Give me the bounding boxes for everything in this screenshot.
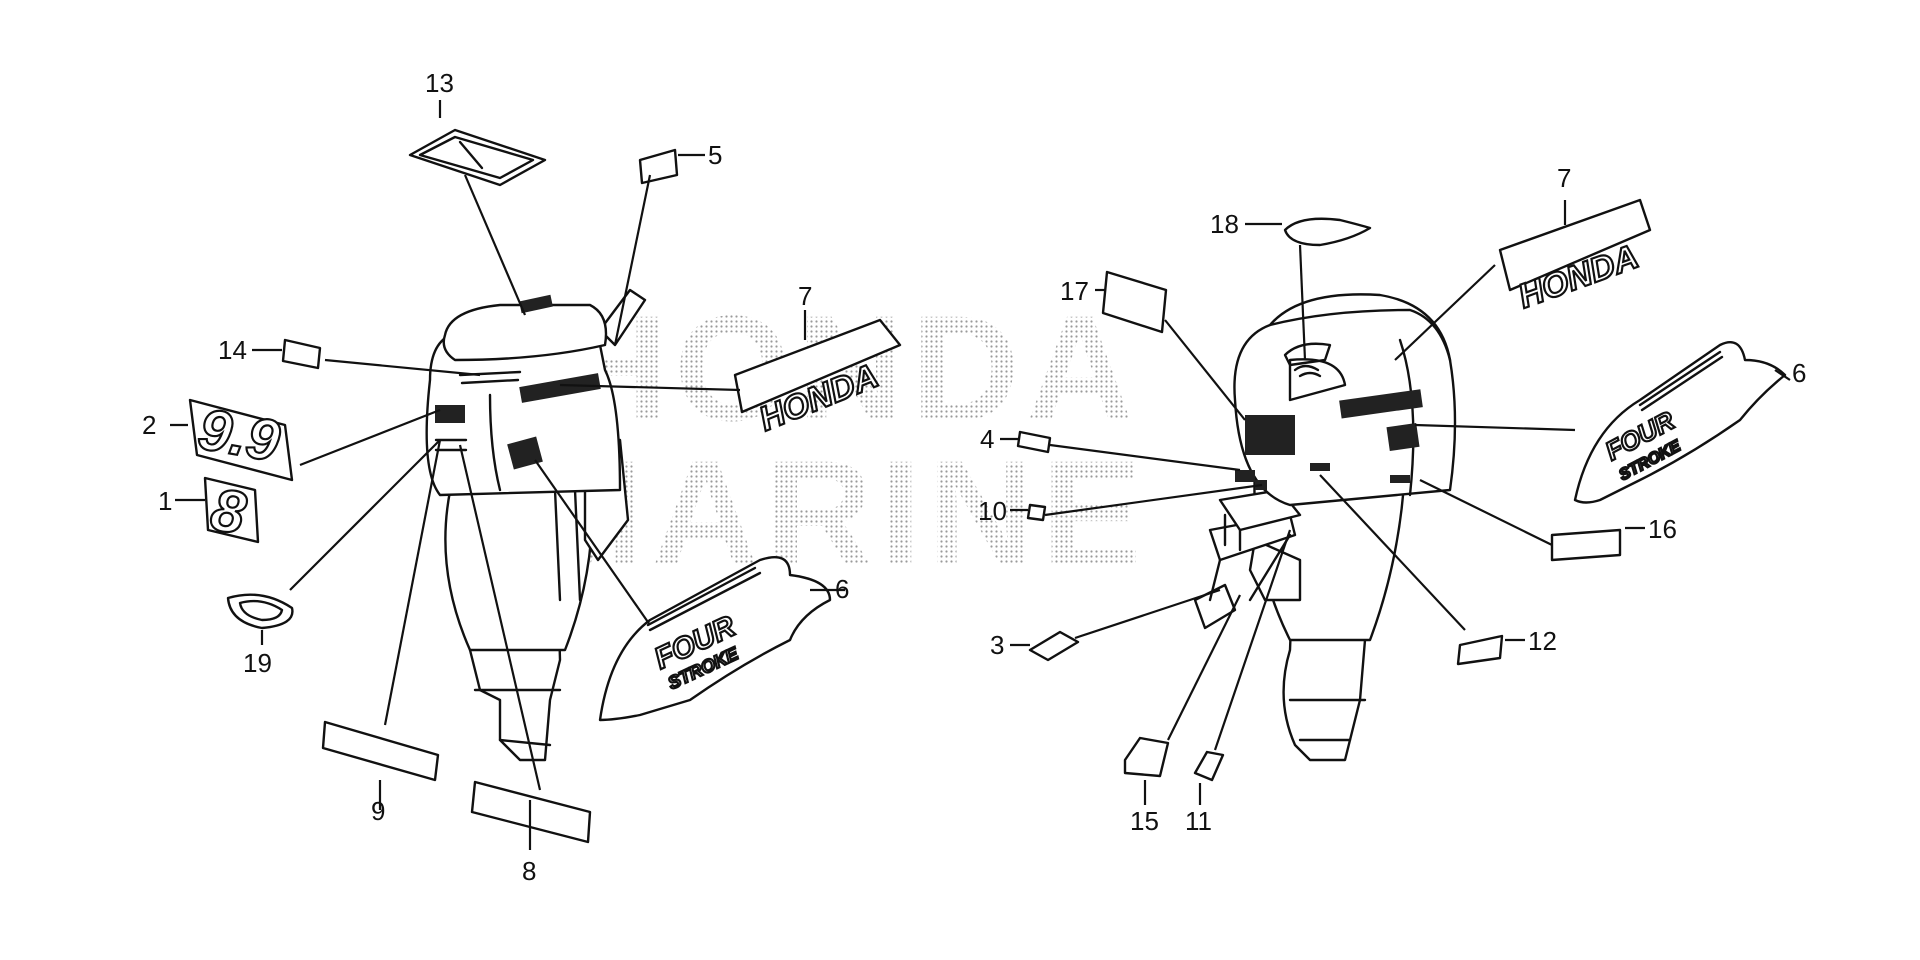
part-14-label: [281, 338, 322, 370]
part-9-strip: [321, 720, 440, 782]
part-18-decal: [1283, 217, 1372, 247]
callout-12: 12: [1528, 626, 1557, 656]
callout-7-right: 7: [1557, 163, 1571, 193]
part-4-label: [1016, 430, 1052, 454]
part-7-honda-decal-right: HONDA: [1498, 198, 1652, 317]
part-1-number-decal: 8: [203, 474, 260, 548]
callout-13: 13: [425, 68, 454, 98]
part-6-four-stroke-decal-left: FOUR STROKE: [598, 555, 832, 722]
callout-11: 11: [1185, 806, 1212, 836]
part-10-label: [1026, 503, 1047, 522]
callout-9: 9: [371, 796, 385, 826]
part-11-label: [1193, 750, 1225, 782]
leader-lines-right: [1000, 200, 1791, 805]
decal-text-9-9: 9.9: [194, 396, 285, 474]
callout-4: 4: [980, 424, 994, 454]
callout-numbers: 13 5 14 7 2 1 19 6 9 8 18 7 17 6 4 10 16…: [142, 68, 1806, 886]
callout-2: 2: [142, 410, 156, 440]
callout-14: 14: [218, 335, 247, 365]
callout-6-left: 6: [835, 574, 849, 604]
callout-3: 3: [990, 630, 1004, 660]
leader-lines-left: [170, 100, 845, 850]
callout-18: 18: [1210, 209, 1239, 239]
part-19-emblem: [226, 593, 294, 630]
callout-6-right: 6: [1792, 358, 1806, 388]
part-15-label: [1123, 736, 1170, 778]
callout-10: 10: [978, 496, 1007, 526]
callout-17: 17: [1060, 276, 1089, 306]
callout-7-left: 7: [798, 281, 812, 311]
part-3-label: [1028, 630, 1080, 662]
left-outboard-motor: [425, 288, 647, 762]
part-17-label: [1101, 270, 1168, 334]
part-13-label: [408, 128, 547, 187]
part-6-four-stroke-decal-right: FOUR STROKE: [1573, 340, 1787, 504]
part-12-label: [1456, 634, 1504, 666]
callout-5: 5: [708, 140, 722, 170]
callout-1: 1: [158, 486, 172, 516]
callout-8: 8: [522, 856, 536, 886]
part-5-label: [638, 148, 679, 185]
part-2-number-decal: 9.9: [188, 395, 294, 482]
callout-16: 16: [1648, 514, 1677, 544]
right-outboard-motor: [1193, 293, 1457, 762]
callout-19: 19: [243, 648, 272, 678]
callout-15: 15: [1130, 806, 1159, 836]
part-16-label: [1550, 528, 1622, 562]
